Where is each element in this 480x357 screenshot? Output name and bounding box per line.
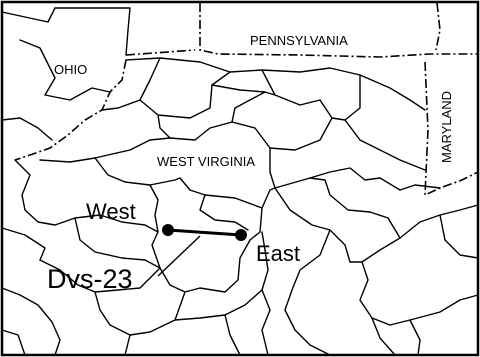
- county-boundaries: [1, 7, 479, 356]
- profile-line: [157, 224, 247, 277]
- label-maryland: MARYLAND: [439, 91, 454, 163]
- profile-segment: [167, 228, 242, 237]
- west-endpoint-marker: [162, 224, 174, 236]
- label-profile-name: Dvs-23: [47, 264, 133, 294]
- label-west-virginia: WEST VIRGINIA: [157, 154, 255, 169]
- profile-leader-line: [157, 235, 201, 277]
- oh-wv-boundary: [14, 59, 127, 161]
- label-west: West: [86, 199, 136, 224]
- label-east: East: [256, 241, 300, 266]
- label-pennsylvania: PENNSYLVANIA: [250, 33, 348, 48]
- pa-wv-boundary: [199, 3, 478, 58]
- oh-pa-boundary: [125, 49, 196, 56]
- state-boundaries: [14, 2, 479, 197]
- east-endpoint-marker: [235, 229, 247, 241]
- md-boundary: [424, 61, 479, 197]
- label-ohio: OHIO: [54, 62, 87, 77]
- ne-corner-boundary: [435, 2, 441, 51]
